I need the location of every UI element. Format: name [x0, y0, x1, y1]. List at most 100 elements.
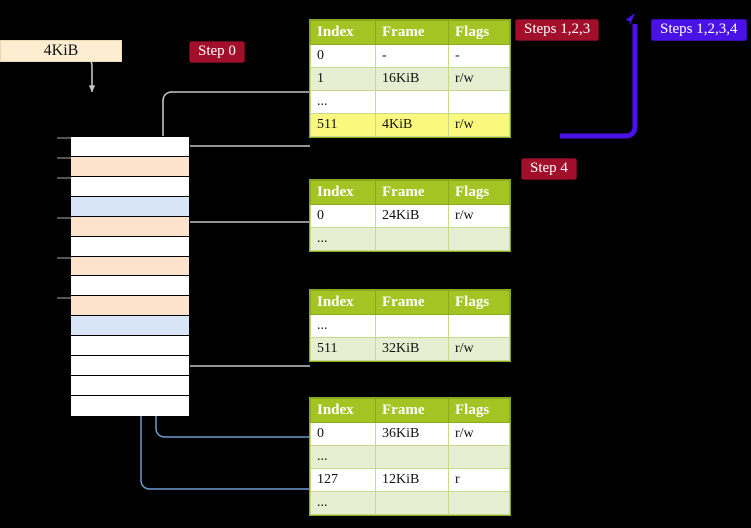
column-header-flags: Flags [448, 180, 510, 205]
column-header-index: Index [310, 290, 376, 315]
memory-frame-row [71, 137, 189, 157]
table-row: ... [310, 90, 510, 114]
wire-t2r0-to-memory [175, 221, 310, 259]
table-cell [375, 445, 449, 469]
badge-steps-1234-label: Steps 1,2,3,4 [660, 21, 738, 37]
table-cell: r/w [448, 422, 510, 446]
badge-step-4: Step 4 [521, 158, 577, 180]
table-cell: 1 [310, 67, 376, 91]
table-cell [448, 90, 510, 114]
memory-frame-row [71, 316, 189, 337]
badge-steps-123: Steps 1,2,3 [515, 19, 600, 41]
memory-frame-row [71, 276, 189, 297]
badge-step-0-label: Step 0 [198, 43, 236, 59]
memory-tick [57, 297, 71, 299]
table-cell: 511 [310, 113, 376, 137]
table-cell: ... [310, 90, 376, 114]
table-cell: 0 [310, 422, 376, 446]
table-cell: r/w [448, 337, 510, 361]
memory-frame-row [71, 336, 189, 357]
table-row: ... [310, 491, 510, 515]
memory-tick [57, 157, 71, 159]
memory-tick [57, 137, 71, 139]
table-cell: ... [310, 491, 376, 515]
column-header-flags: Flags [448, 290, 510, 315]
table-cell: 24KiB [375, 204, 449, 228]
table-cell: 36KiB [375, 422, 449, 446]
table-cell: 32KiB [375, 337, 449, 361]
table-cell [448, 314, 510, 338]
wire-t1r511-to-memory [169, 145, 310, 165]
memory-frame-row [71, 356, 189, 377]
memory-tick [57, 257, 71, 259]
size-label-text: 4KiB [43, 42, 79, 59]
table-cell: - [375, 44, 449, 68]
memory-frame-row [71, 156, 189, 177]
column-header-index: Index [310, 180, 376, 205]
memory-frame-row [71, 395, 189, 416]
table-row: 0-- [310, 44, 510, 68]
table-cell [375, 90, 449, 114]
table-cell: 16KiB [375, 67, 449, 91]
table-cell: ... [310, 445, 376, 469]
column-header-frame: Frame [375, 290, 449, 315]
table-cell: 0 [310, 204, 376, 228]
table-cell [448, 445, 510, 469]
memory-tick [57, 177, 71, 179]
column-header-flags: Flags [448, 20, 510, 45]
table-cell: 0 [310, 44, 376, 68]
badge-step-4-label: Step 4 [530, 160, 568, 176]
badge-steps-123-label: Steps 1,2,3 [524, 21, 591, 37]
badge-steps-1234: Steps 1,2,3,4 [651, 19, 747, 41]
memory-tick [57, 217, 71, 219]
table-row: ... [310, 445, 510, 469]
size-label-box: 4KiB [0, 40, 122, 62]
memory-frame-row [71, 216, 189, 237]
table-cell [448, 491, 510, 515]
table-cell [375, 227, 449, 251]
badge-step-0: Step 0 [189, 41, 245, 63]
table-cell [448, 227, 510, 251]
memory-frame-row [71, 236, 189, 257]
column-header-frame: Frame [375, 20, 449, 45]
column-header-frame: Frame [375, 398, 449, 423]
column-header-index: Index [310, 20, 376, 45]
table-cell: - [448, 44, 510, 68]
column-header-frame: Frame [375, 180, 449, 205]
memory-frame-row [71, 256, 189, 277]
table-cell: r/w [448, 67, 510, 91]
table-cell: 12KiB [375, 468, 449, 492]
table-cell: r/w [448, 113, 510, 137]
table-row: ... [310, 314, 510, 338]
table-cell [375, 314, 449, 338]
memory-column [70, 136, 190, 416]
memory-frame-row [71, 376, 189, 396]
wire-t3r511-to-memory [175, 311, 310, 367]
wire-4kib-to-memory [84, 57, 96, 93]
table-cell: 127 [310, 468, 376, 492]
table-cell: r/w [448, 204, 510, 228]
table-cell: 4KiB [375, 113, 449, 137]
column-header-flags: Flags [448, 398, 510, 423]
table-cell: 511 [310, 337, 376, 361]
table-cell [375, 491, 449, 515]
memory-frame-row [71, 296, 189, 317]
table-cell: ... [310, 227, 376, 251]
memory-frame-row [71, 196, 189, 217]
table-cell: ... [310, 314, 376, 338]
table-row: ... [310, 227, 510, 251]
column-header-index: Index [310, 398, 376, 423]
